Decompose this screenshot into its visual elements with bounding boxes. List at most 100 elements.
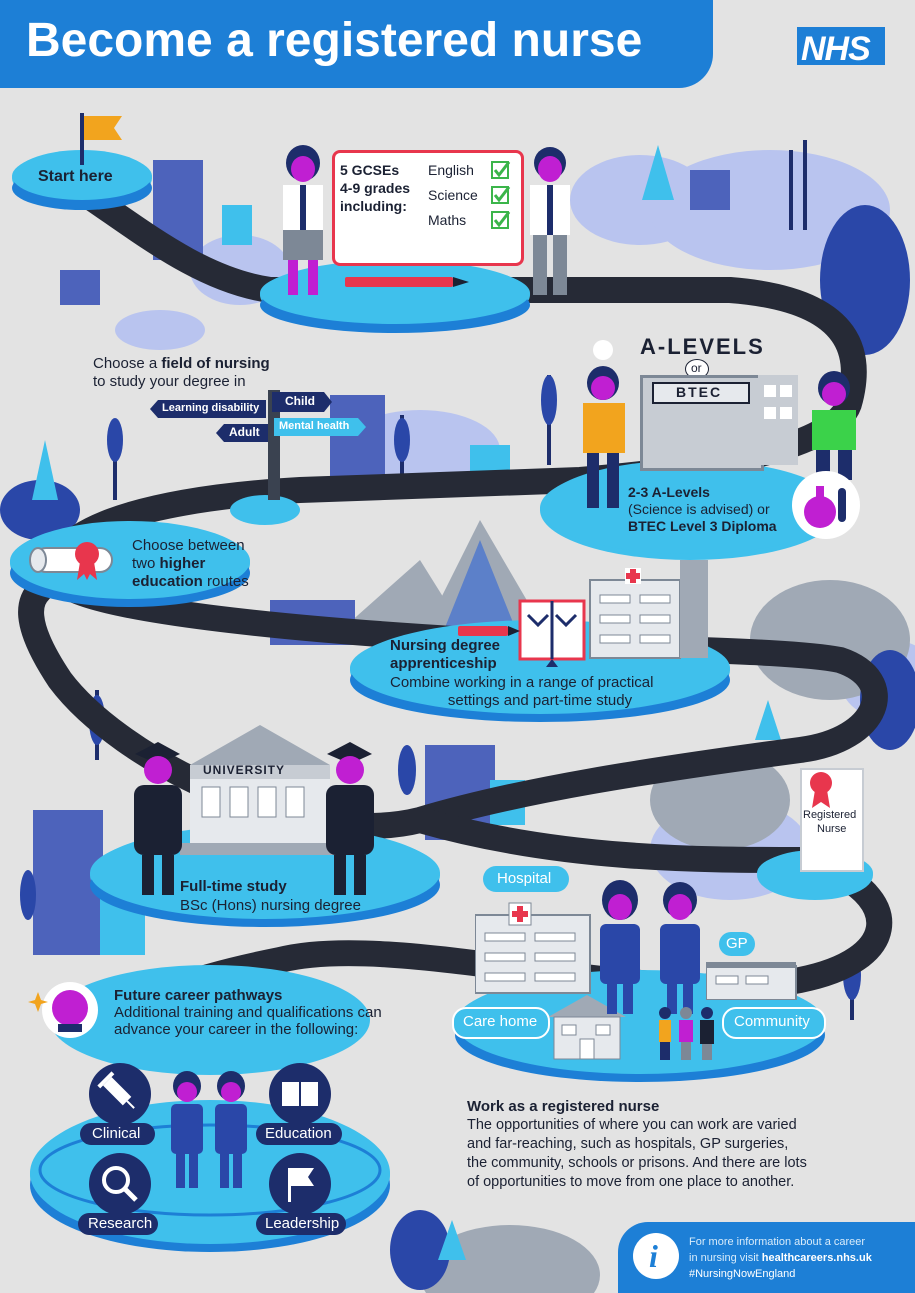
path-leadership-label: Leadership xyxy=(265,1215,340,1232)
routes-line-3-bold: education xyxy=(132,573,203,590)
routes-line-2: two higher xyxy=(132,555,205,573)
future-desc-1: Additional training and qualifications c… xyxy=(114,1004,382,1021)
signpost-pole xyxy=(268,390,280,500)
community-bubble: Community xyxy=(722,1007,826,1039)
care-home-building xyxy=(548,995,626,1060)
nurse-figures xyxy=(600,880,700,1014)
hospital-building xyxy=(475,902,591,994)
student-figure xyxy=(583,340,625,508)
work-title: Work as a registered nurse xyxy=(467,1098,660,1115)
pencil-icon xyxy=(458,626,520,636)
hospital-building xyxy=(589,560,708,659)
community-people xyxy=(659,1007,714,1060)
hospital-label: Hospital xyxy=(497,870,552,887)
graduate-figure xyxy=(134,742,182,895)
magnifier-icon xyxy=(89,1153,151,1215)
university-title: Full-time study xyxy=(180,878,287,895)
work-line-2: and far-reaching, such as hospitals, GP … xyxy=(467,1136,789,1152)
sign-learning-disability-label: Learning disability xyxy=(162,402,260,414)
university-sign: UNIVERSITY xyxy=(203,763,286,777)
path-education-label: Education xyxy=(265,1125,332,1142)
alevels-line-1: 2-3 A-Levels xyxy=(628,484,710,500)
path-clinical: Clinical xyxy=(80,1123,155,1145)
apprenticeship-title-1: Nursing degree xyxy=(390,637,501,654)
rosette-icon xyxy=(75,542,99,580)
footer-line-2: in nursing visit healthcareers.nhs.uk xyxy=(689,1252,872,1265)
apprenticeship-desc-1: Combine working in a range of practical xyxy=(390,674,654,691)
routes-line-2-pre: two xyxy=(132,555,156,572)
routes-line-1: Choose between xyxy=(132,537,245,554)
work-line-3: the community, schools or prisons. And t… xyxy=(467,1155,807,1171)
registered-line-2: Nurse xyxy=(817,823,847,835)
nurse-figures xyxy=(171,1071,247,1188)
gcse-subject-maths: Maths xyxy=(428,212,467,228)
footer-hashtag: #NursingNowEngland xyxy=(689,1268,796,1280)
field-subheading: to study your degree in xyxy=(93,373,246,390)
community-label: Community xyxy=(734,1013,810,1030)
rosette-icon xyxy=(810,772,832,808)
sign-learning-disability: Learning disability xyxy=(150,400,266,418)
sign-mental-health: Mental health xyxy=(274,418,366,436)
sign-adult: Adult xyxy=(216,424,268,442)
sign-adult-label: Adult xyxy=(229,425,260,439)
sign-child: Child xyxy=(272,392,332,412)
university-building xyxy=(180,725,340,855)
alevels-line-3: BTEC Level 3 Diploma xyxy=(628,518,777,534)
btec-label: BTEC xyxy=(676,384,723,400)
care-home-bubble: Care home xyxy=(452,1007,550,1039)
book-icon xyxy=(518,599,586,667)
path-clinical-label: Clinical xyxy=(92,1125,141,1142)
gp-bubble: GP xyxy=(719,932,755,956)
student-figure xyxy=(812,371,856,480)
flag-icon xyxy=(80,113,122,165)
info-icon-glyph: i xyxy=(649,1238,658,1274)
routes-line-2-bold: higher xyxy=(159,555,206,572)
pencil-icon xyxy=(345,277,469,287)
page-title: Become a registered nurse xyxy=(26,14,643,67)
flask-icon xyxy=(792,471,860,539)
registered-line-1: Registered xyxy=(803,809,857,821)
care-home-label: Care home xyxy=(463,1013,538,1030)
sign-child-label: Child xyxy=(285,394,315,408)
gp-building xyxy=(706,962,797,1000)
student-figure xyxy=(530,147,570,295)
apprenticeship-title-2: apprenticeship xyxy=(390,655,497,672)
college-annex xyxy=(758,375,798,465)
syringe-icon xyxy=(89,1063,151,1125)
path-education: Education xyxy=(256,1123,342,1145)
nhs-logo-text: NHS xyxy=(801,30,871,68)
apprenticeship-desc-2: settings and part-time study xyxy=(447,692,633,709)
future-desc-2: advance your career in the following: xyxy=(114,1021,359,1038)
gcse-subject-english: English xyxy=(428,162,474,178)
footer-line-2-pre: in nursing visit xyxy=(689,1252,759,1264)
footer-link[interactable]: healthcareers.nhs.uk xyxy=(761,1252,872,1264)
gcse-line-3: including: xyxy=(340,198,407,214)
nhs-logo: NHS xyxy=(797,27,885,68)
open-book-icon xyxy=(269,1063,331,1125)
or-label: or xyxy=(691,361,702,375)
header-banner: Become a registered nurse xyxy=(0,0,713,88)
field-heading-bold: field of nursing xyxy=(161,355,270,372)
path-research: Research xyxy=(78,1213,158,1235)
gcse-line-2: 4-9 grades xyxy=(340,180,411,196)
routes-line-3-post: routes xyxy=(207,573,249,590)
crystal-ball-icon xyxy=(28,982,98,1038)
routes-line-3: education routes xyxy=(132,573,249,591)
start-here-label: Start here xyxy=(38,168,113,185)
gp-label: GP xyxy=(726,935,748,952)
field-heading-pre: Choose a xyxy=(93,355,158,372)
gcse-line-1: 5 GCSEs xyxy=(340,162,400,178)
path-leadership: Leadership xyxy=(256,1213,346,1235)
field-heading: Choose a field of nursing xyxy=(93,355,270,373)
future-title: Future career pathways xyxy=(114,987,283,1004)
btec-sign: BTEC xyxy=(652,382,750,404)
footer-line-1: For more information about a career xyxy=(689,1236,866,1248)
checkbox-icon xyxy=(491,161,511,229)
work-line-1: The opportunities of where you can work … xyxy=(467,1117,797,1133)
hospital-bubble: Hospital xyxy=(483,866,569,892)
path-research-label: Research xyxy=(88,1215,153,1232)
leadership-flag-icon xyxy=(269,1153,331,1215)
info-icon: i xyxy=(633,1233,679,1279)
sign-mental-health-label: Mental health xyxy=(279,420,350,432)
